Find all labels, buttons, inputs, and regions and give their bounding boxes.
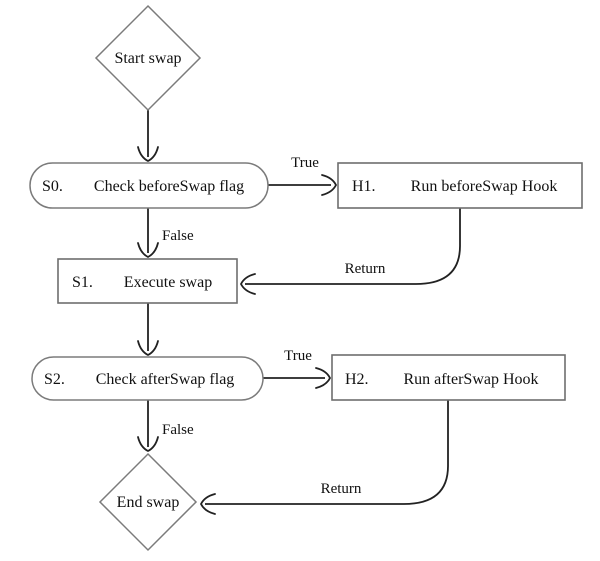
node-end-shape [98,452,198,552]
node-h1-id: H1. [352,178,376,195]
edge-label-return-1: Return [345,261,386,277]
node-h2-label: Run afterSwap Hook [403,371,538,388]
arrowhead [321,174,338,196]
node-end: End swap [98,452,198,552]
edge-label-false-2: False [162,422,194,438]
arrowhead [239,273,256,295]
arrowhead [137,242,159,259]
edge-h2-end: Return [199,400,449,515]
arrowhead [137,436,159,453]
node-s2-label: Check afterSwap flag [96,371,235,388]
node-h2: H2. Run afterSwap Hook [331,354,566,401]
node-s0: S0. Check beforeSwap flag [29,162,269,209]
node-s2-id: S2. [44,371,65,388]
node-s0-id: S0. [42,178,63,195]
edge-start-s0 [137,110,159,163]
edge-s1-s2 [137,303,159,357]
edge-line [245,208,461,285]
edge-s2-h2: True [263,348,332,389]
node-s2-shape [31,356,264,401]
node-s2: S2. Check afterSwap flag [31,356,264,401]
edge-label-return-2: Return [321,481,362,497]
node-h1-shape [337,162,583,209]
node-s1-label: Execute swap [124,274,212,291]
arrowhead [137,340,159,357]
node-s1-id: S1. [72,274,93,291]
arrowhead [137,146,159,163]
edge-label-true-2: True [284,348,312,364]
node-s0-label: Check beforeSwap flag [94,178,244,195]
node-start: Start swap [94,4,202,112]
node-h1: H1. Run beforeSwap Hook [337,162,583,209]
edge-line [205,400,449,505]
arrowhead [199,493,216,515]
edge-h1-s1: Return [239,208,461,295]
edge-label-true-1: True [291,155,319,171]
node-s1: S1. Execute swap [57,258,238,304]
node-start-shape [94,4,202,112]
edge-s0-h1: True [268,155,338,196]
node-h1-label: Run beforeSwap Hook [411,178,558,195]
node-s0-shape [29,162,269,209]
node-end-label: End swap [117,494,180,511]
node-s1-shape [57,258,238,304]
edge-label-false-1: False [162,228,194,244]
node-start-label: Start swap [114,50,181,67]
edge-s0-s1: False [137,208,194,259]
node-h2-shape [331,354,566,401]
edge-s2-end: False [137,400,194,453]
arrowhead [315,367,332,389]
node-h2-id: H2. [345,371,369,388]
